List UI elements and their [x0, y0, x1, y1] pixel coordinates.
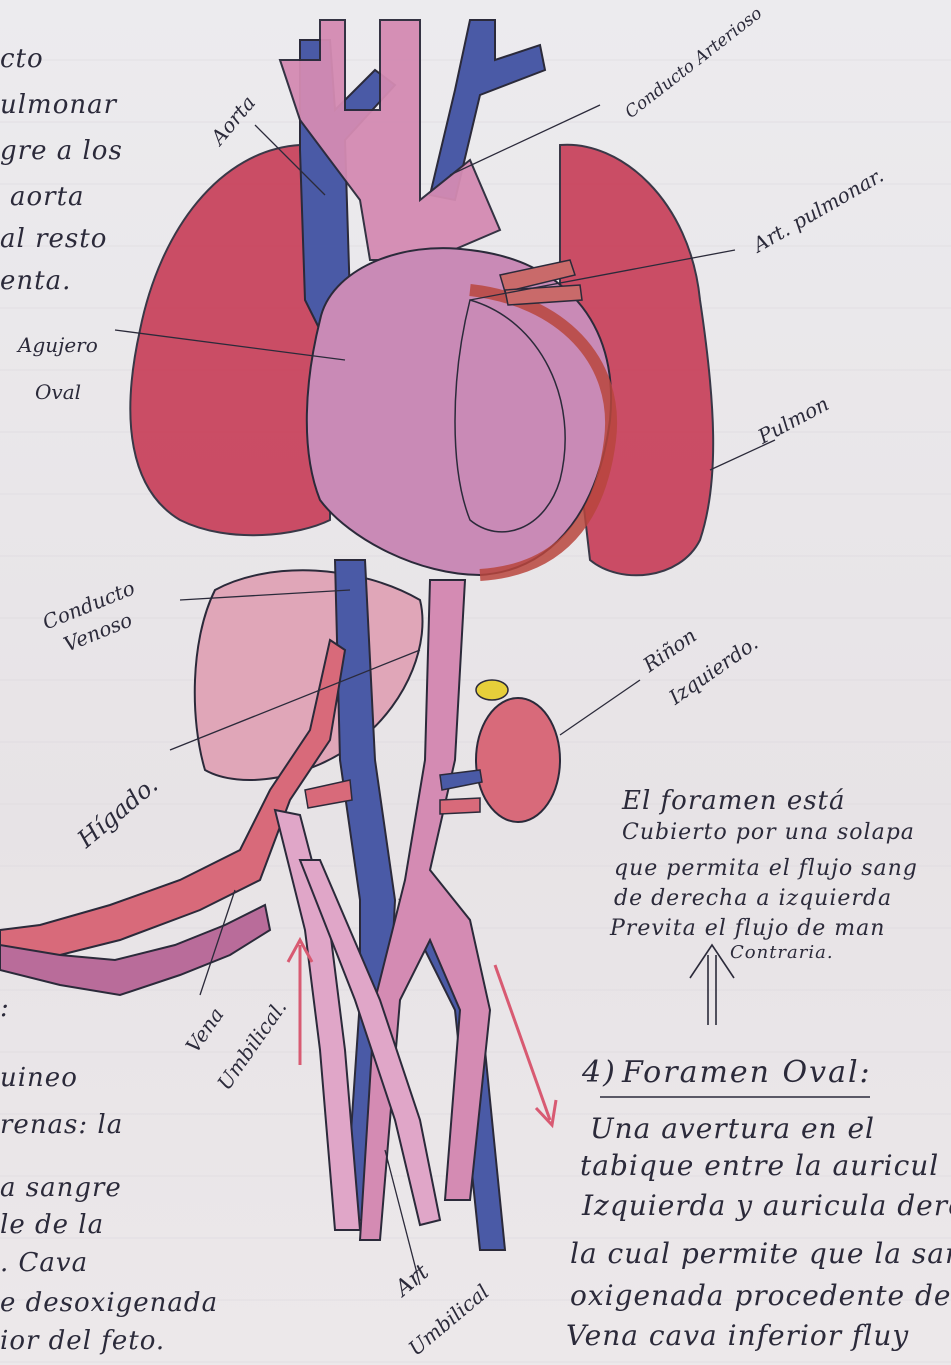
section-body-5: oxigenada procedente de: [570, 1282, 951, 1310]
margin-bottom-7: e desoxigenada: [0, 1290, 218, 1316]
section-body-4: la cual permite que la san: [570, 1240, 951, 1268]
margin-bottom-3: renas: la: [0, 1112, 123, 1138]
note-line-5: Previta el flujo de man: [610, 918, 885, 940]
note-line-1: El foramen está: [622, 788, 846, 814]
section-title: Foramen Oval:: [622, 1058, 872, 1088]
label-oval: Oval: [35, 382, 81, 402]
margin-line-5: al resto: [0, 226, 107, 252]
label-agujero: Agujero: [18, 335, 98, 355]
section-body-1: Una avertura en el: [590, 1115, 875, 1143]
section-number: 4): [582, 1058, 617, 1088]
section-body-2: tabique entre la auricul: [580, 1152, 939, 1180]
section-body-6: Vena cava inferior fluy: [566, 1322, 909, 1350]
left-kidney: [476, 698, 560, 822]
section-body-3: Izquierda y auricula dere: [582, 1192, 951, 1220]
note-line-2: Cubierto por una solapa: [622, 822, 915, 844]
note-line-3: que permita el flujo sang: [614, 858, 918, 880]
note-line-4: de derecha a izquierda: [614, 888, 892, 910]
margin-bottom-8: ior del feto.: [0, 1328, 165, 1354]
margin-bottom-1: :: [0, 995, 10, 1021]
margin-line-3: gre a los: [0, 138, 123, 164]
margin-bottom-4: a sangre: [0, 1175, 122, 1201]
adrenal-gland: [476, 680, 508, 700]
margin-line-4: aorta: [10, 184, 85, 210]
margin-bottom-6: . Cava: [0, 1250, 88, 1276]
margin-line-6: enta.: [0, 268, 71, 294]
renal-vein: [440, 798, 480, 814]
margin-line-2: ulmonar: [0, 92, 117, 118]
margin-line-1: cto: [0, 46, 44, 72]
margin-bottom-2: uineo: [0, 1065, 78, 1091]
margin-bottom-5: le de la: [0, 1212, 104, 1238]
note-line-6: Contraria.: [730, 944, 834, 962]
